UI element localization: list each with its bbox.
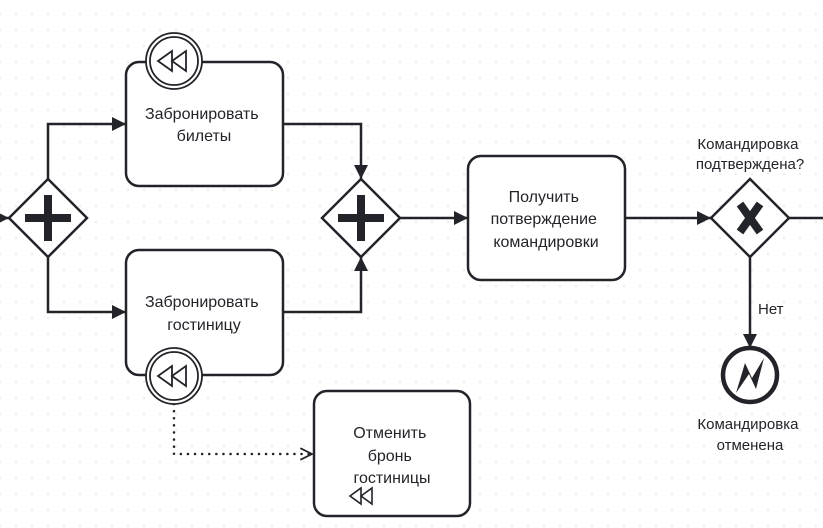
task-label: Забронировать билеты [145,106,263,145]
x-icon [736,201,764,235]
exclusive-gateway-decision[interactable]: Командировка подтверждена? [696,136,804,259]
task-label: Получить потверждение командировки [491,189,602,251]
sequence-flows [0,117,823,348]
flow-tickets-to-join[interactable] [283,122,368,179]
task-get-confirmation[interactable]: Получить потверждение командировки [466,154,627,282]
flow-split-to-tickets[interactable] [46,117,126,179]
plus-icon [338,195,384,241]
task-book-hotel[interactable]: Забронировать гостиницу [124,248,285,405]
error-end-event[interactable]: Командировка отменена [697,345,802,454]
plus-icon [25,195,71,241]
parallel-gateway-split[interactable] [7,177,89,259]
flow-hotel-to-join[interactable] [283,257,368,314]
task-book-tickets[interactable]: Забронировать билеты [124,32,285,188]
flow-label-no: Нет [758,301,784,318]
end-event-label: Командировка отменена [697,416,802,454]
task-label: Отменить бронь гостиницы [353,425,431,487]
task-cancel-hotel[interactable]: Отменить бронь гостиницы [312,389,472,518]
compensation-icon [348,486,373,506]
compensation-icon [156,364,187,388]
task-label: Забронировать гостиницу [145,294,263,334]
compensation-icon [156,49,187,73]
parallel-gateway-join[interactable] [320,177,402,259]
flow-split-to-hotel[interactable] [46,257,126,319]
compensation-boundary-event[interactable] [145,32,203,90]
gateway-label: Командировка подтверждена? [696,136,804,173]
compensation-association[interactable] [172,402,314,454]
lightning-icon [736,358,764,393]
compensation-boundary-event[interactable] [145,347,203,405]
